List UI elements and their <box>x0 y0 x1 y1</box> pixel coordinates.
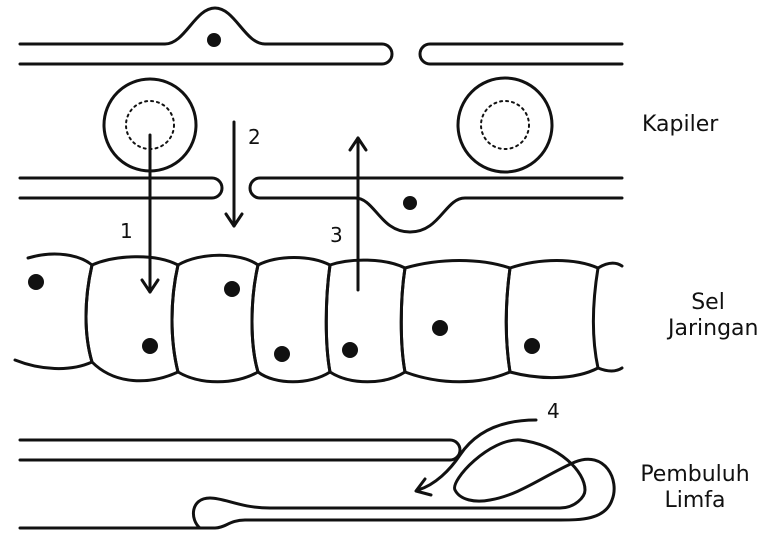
arrow-number-4: 4 <box>547 399 560 423</box>
capillary-upper-wall <box>20 8 622 64</box>
tissue-cell <box>172 255 258 382</box>
arrow-number-3: 3 <box>330 223 343 247</box>
endothelial-nucleus-bottom <box>403 196 417 210</box>
arrow-number-1: 1 <box>120 219 133 243</box>
tissue-cell <box>326 260 405 382</box>
tissue-cells <box>15 254 622 382</box>
tissue-cell <box>252 258 330 382</box>
arrow-3 <box>350 138 366 290</box>
label-limfa: Limfa <box>640 488 750 514</box>
label-kapiler: Kapiler <box>642 112 718 138</box>
label-pembuluh: Pembuluh <box>640 462 750 488</box>
tissue-cell <box>506 261 598 378</box>
endothelial-nucleus-top <box>207 33 221 47</box>
label-jaringan: Jaringan <box>668 316 748 342</box>
tissue-cell <box>86 257 178 381</box>
capillary-lower-wall <box>20 178 622 232</box>
label-sel-jaringan: Sel Jaringan <box>668 290 748 342</box>
red-blood-cell-right <box>458 78 552 172</box>
tissue-cell <box>598 263 622 371</box>
tissue-cell <box>15 254 92 369</box>
tissue-cell <box>401 261 510 382</box>
arrow-2 <box>226 122 242 226</box>
lymph-vessel <box>20 440 614 528</box>
label-pembuluh-limfa: Pembuluh Limfa <box>640 462 750 514</box>
arrow-number-2: 2 <box>248 125 261 149</box>
label-sel: Sel <box>668 290 748 316</box>
arrow-1 <box>142 135 158 292</box>
